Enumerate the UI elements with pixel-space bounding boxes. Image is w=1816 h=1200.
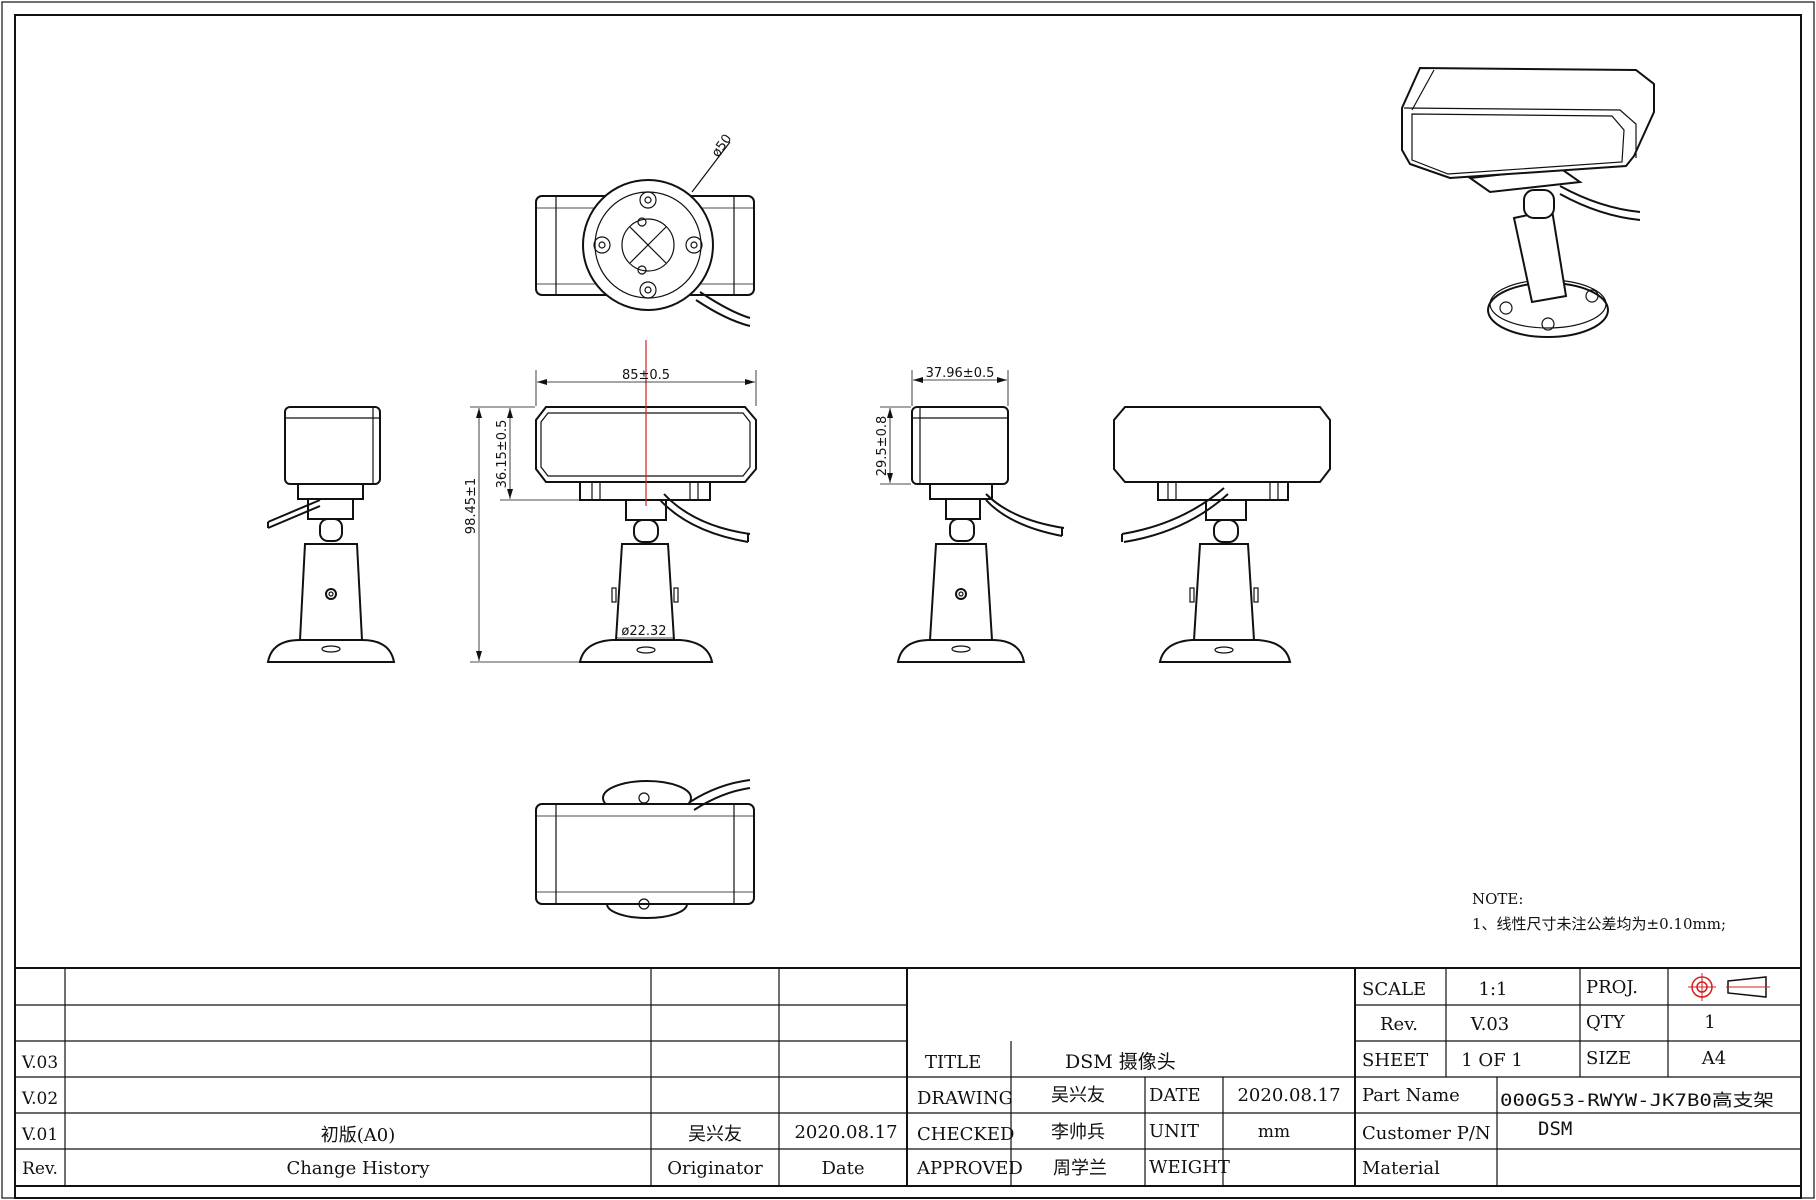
approved-label: APPROVED [916,1158,1023,1179]
third-angle-projection-icon [1688,973,1770,1001]
history-rev-row5: V.01 [21,1125,58,1145]
part-name-label: Part Name [1362,1085,1460,1106]
scale-label: SCALE [1362,979,1426,1000]
size-label: SIZE [1586,1048,1631,1069]
dim-side-height: 29.5±0.8 [875,416,890,477]
rev-label: Rev. [1380,1014,1418,1035]
front-view: 85±0.5 36.15±0.5 98.45±1 ø22.32 [464,340,757,663]
qty-label: QTY [1586,1012,1626,1033]
dim-body-height: 36.15±0.5 [495,420,510,489]
note-line-1: 1、线性尺寸未注公差均为±0.10mm; [1472,915,1726,933]
customer-pn-label: Customer P/N [1362,1123,1491,1144]
history-rev-row3: V.03 [21,1053,58,1073]
dim-total-height: 98.45±1 [464,478,479,534]
history-header-rev: Rev. [22,1159,58,1179]
proj-label: PROJ. [1586,977,1638,998]
title-label: TITLE [925,1052,981,1073]
history-header-originator: Originator [667,1158,763,1179]
checked-value: 李帅兵 [1051,1122,1105,1143]
drawing-label: DRAWING [917,1088,1013,1109]
isometric-view [1401,66,1655,338]
inner-border [14,14,1802,1199]
qty-value: 1 [1704,1012,1715,1033]
part-name-value: 000G53-RWYW-JK7B0高支架 [1500,1091,1774,1111]
date-value: 2020.08.17 [1237,1085,1340,1106]
history-header-date: Date [821,1158,864,1179]
checked-label: CHECKED [917,1124,1014,1145]
sheet-label: SHEET [1362,1050,1428,1071]
title-block [14,967,1802,1187]
history-date-row5: 2020.08.17 [794,1122,897,1143]
dim-base-diameter: ø22.32 [621,624,666,639]
dim-diameter-top: ø50 [709,132,735,161]
top-view: ø50 [535,132,755,327]
scale-value: 1:1 [1479,979,1508,1000]
customer-pn-value: DSM [1538,1118,1572,1140]
history-header-change: Change History [286,1158,430,1179]
note-heading: NOTE: [1472,890,1523,908]
drawing-value: 吴兴友 [1051,1085,1105,1106]
sheet-value: 1 OF 1 [1461,1050,1523,1071]
material-label: Material [1362,1158,1440,1179]
bottom-view [535,779,755,919]
right-side-view: 37.96±0.5 29.5±0.8 [875,366,1065,663]
left-side-view [266,406,396,663]
rev-value: V.03 [1470,1014,1509,1035]
approved-value: 周学兰 [1053,1158,1107,1179]
size-value: A4 [1701,1048,1726,1069]
rear-view [1113,406,1331,663]
unit-label: UNIT [1149,1121,1199,1142]
history-originator-row5: 吴兴友 [688,1124,742,1145]
dim-width: 85±0.5 [622,368,670,383]
history-change-row5: 初版(A0) [321,1125,396,1146]
weight-label: WEIGHT [1149,1157,1230,1178]
title-value: DSM 摄像头 [1065,1051,1176,1073]
unit-value: mm [1258,1122,1290,1142]
date-label: DATE [1149,1085,1201,1106]
history-rev-row4: V.02 [21,1089,58,1109]
dim-depth: 37.96±0.5 [926,366,995,381]
